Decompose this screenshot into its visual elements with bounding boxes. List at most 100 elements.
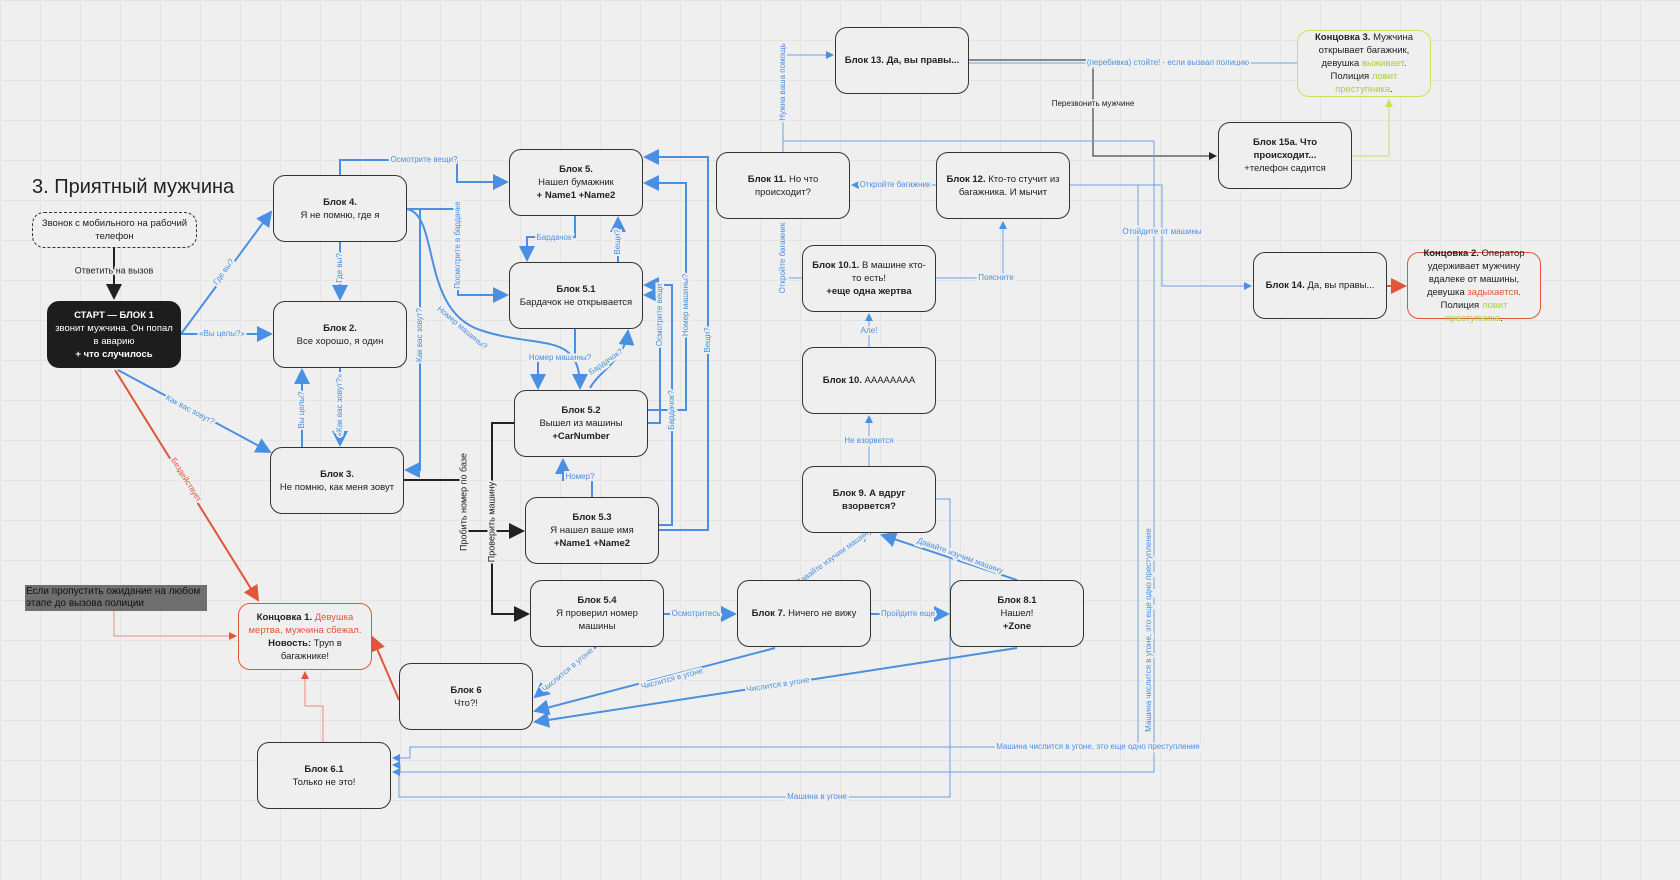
node-text-suffocates: задыхается [1467, 286, 1519, 298]
node-text: Я не помню, где я [300, 209, 380, 221]
edge-label: Номер? [565, 472, 595, 481]
edge-label: Нужна ваша помощь [778, 43, 787, 121]
edge-label: Перезвонить мужчине [1052, 99, 1135, 108]
node-text: Оператор удерживает мужчину вдалеке от м… [1426, 247, 1525, 298]
node-title: Блок 2. [323, 322, 357, 334]
node-text-survives: выживает [1361, 58, 1404, 69]
edge-label: «Как вас зовут?» [335, 373, 344, 436]
node-title: Блок 8.1 [997, 595, 1037, 606]
node-block-4[interactable]: Блок 4.Я не помню, где я [273, 175, 407, 242]
node-block-5-4[interactable]: Блок 5.4 Я проверил номер машины [530, 580, 664, 647]
edge-label: Проверить машину [486, 481, 496, 562]
edge-label: Осмотритесь [672, 609, 721, 618]
node-ending-1[interactable]: Концовка 1. Девушка мертва, мужчина сбеж… [238, 603, 372, 670]
edge-label: Пробить номер по базе [458, 453, 468, 551]
node-extra: +CarNumber [552, 431, 610, 442]
node-block-11[interactable]: Блок 11. Но что происходит? [716, 152, 850, 219]
node-text: . [1390, 84, 1393, 95]
edge-label: Номер машины? [435, 304, 489, 351]
edge-label: Отойдите от машины [1122, 227, 1202, 236]
node-title: Блок 12. [946, 173, 986, 185]
node-text: Кто-то стучит из багажника. И мычит [958, 173, 1060, 198]
edge-label: Давайте изучим машину [916, 536, 1004, 576]
node-text-catches: ловит преступника [1335, 71, 1398, 95]
node-text: Я нашел ваше имя [550, 525, 634, 536]
node-title: Блок 9. А вдруг взорвется? [832, 487, 906, 512]
edge-label: Где вы? [211, 257, 236, 287]
node-block-13[interactable]: Блок 13. Да, вы правы... [835, 27, 969, 94]
node-block-10-1[interactable]: Блок 10.1. В машине кто-то есть!+еще одн… [802, 245, 936, 312]
node-title: Концовка 2. [1423, 247, 1479, 259]
edge-label: Номер машины? [681, 273, 690, 336]
node-text: Ничего не вижу [788, 608, 857, 619]
node-block-5[interactable]: Блок 5.Нашел бумажник+ Name1 +Name2 [509, 149, 643, 216]
edge-label: Давайте изучим машину [794, 526, 873, 587]
node-block-5-3[interactable]: Блок 5.3 Я нашел ваше имя +Name1 +Name2 [525, 497, 659, 564]
node-title: Блок 10. [822, 375, 862, 386]
grey-note[interactable]: Если пропустить ожидание на любом этапе … [25, 585, 207, 611]
node-block-9[interactable]: Блок 9. А вдруг взорвется? [802, 466, 936, 533]
node-ending-2[interactable]: Концовка 2. Оператор удерживает мужчину … [1407, 248, 1541, 324]
edge-label: Вещи? [703, 327, 712, 353]
edge-label: Откройте багажник [778, 222, 787, 293]
node-block-15a[interactable]: Блок 15а. Что происходит...+телефон сади… [1218, 122, 1352, 189]
edge-label: Числится в угоне [540, 645, 595, 693]
edge-label: Машина в угоне [787, 792, 847, 801]
node-title: Концовка 3. [1315, 32, 1371, 43]
node-title: Блок 4. [323, 196, 357, 208]
node-block-3[interactable]: Блок 3.Не помню, как меня зовут [270, 447, 404, 514]
node-text: Но что происходит? [755, 173, 819, 198]
edge-label: Осмотрите вещи? [391, 155, 458, 164]
node-text: . [1500, 312, 1503, 324]
note-incoming-call[interactable]: Звонок с мобильного на рабочий телефон [32, 212, 197, 248]
node-text: Я проверил номер машины [556, 608, 638, 632]
note-text: Звонок с мобильного на рабочий телефон [41, 218, 188, 242]
node-extra: +Name1 +Name2 [553, 538, 631, 549]
edge-label: Откройте багажник [860, 180, 931, 189]
edge-label: Номер машины? [529, 353, 592, 362]
node-title: Концовка 1. [256, 611, 313, 623]
edge-label: Бардачок? [667, 390, 676, 430]
node-extra: +еще одна жертва [826, 286, 912, 297]
edge-label: Бездействует [169, 456, 203, 504]
page-title: 3. Приятный мужчина [32, 176, 235, 198]
node-block-7[interactable]: Блок 7. Ничего не вижу [737, 580, 871, 647]
node-text: Только не это! [292, 776, 356, 788]
edge-label: Поясните [978, 273, 1014, 282]
node-title: Блок 5.4 [577, 595, 617, 606]
node-title: Блок 7. [751, 608, 786, 619]
node-block-14[interactable]: Блок 14. Да, вы правы... [1253, 252, 1387, 319]
node-block-10[interactable]: Блок 10. АААААААА [802, 347, 936, 414]
edge-label: Бардачок [536, 233, 572, 242]
node-text: . Полиция [1440, 286, 1521, 311]
edge-label: Числится в угоне [640, 666, 704, 691]
edge-label: Алe! [861, 326, 878, 335]
node-title: Блок 6.1 [304, 763, 344, 775]
edge-label: Числится в угоне [746, 675, 811, 694]
node-text: АААААААА [864, 375, 916, 386]
node-title: Блок 14. [1265, 280, 1305, 291]
node-text: . Полиция [1330, 58, 1407, 82]
node-block-2[interactable]: Блок 2.Все хорошо, я один [273, 301, 407, 368]
node-title: Блок 5.3 [572, 512, 612, 523]
edge-label: Как вас зовут? [415, 308, 424, 362]
node-text: Бардачок не открывается [519, 296, 633, 308]
edge-label: Вещи? [613, 229, 622, 255]
node-title: Блок 13. Да, вы правы... [844, 55, 960, 66]
node-ending-3[interactable]: Концовка 3. Мужчина открывает багажник, … [1297, 30, 1431, 97]
edge-label: Где вы? [335, 253, 344, 283]
node-extra: + Name1 +Name2 [536, 190, 616, 201]
node-block-12[interactable]: Блок 12. Кто-то стучит из багажника. И м… [936, 152, 1070, 219]
edge-label: (перебивка) стойте! - если вызвал полици… [1087, 58, 1249, 67]
node-text: Нашел бумажник [538, 177, 614, 188]
news-text: Труп в багажнике! [280, 637, 342, 662]
node-title: СТАРТ — БЛОК 1 [74, 309, 154, 321]
node-title: Блок 15а. Что происходит... [1252, 137, 1318, 161]
edge-label: Бардачок? [587, 346, 625, 376]
